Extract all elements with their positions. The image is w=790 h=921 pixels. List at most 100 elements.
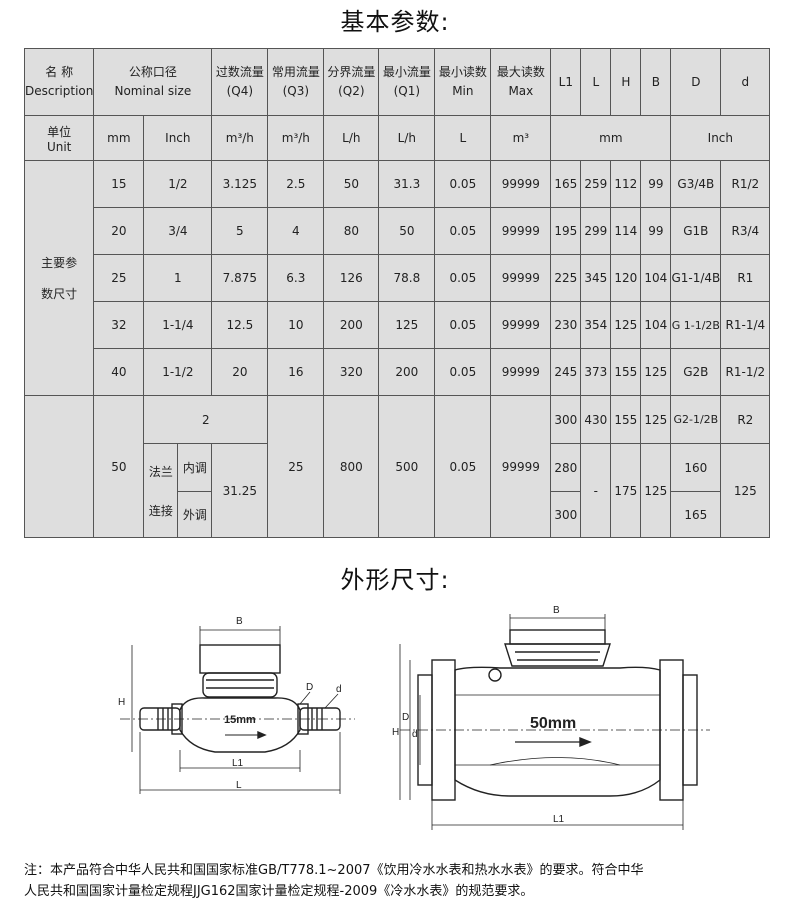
cell-L1: 195	[550, 207, 582, 255]
table-row-50a: 50 2 25 800 500 0.05 99999 300 430 155 1…	[23, 395, 771, 538]
cell-q4-50: 31.25	[211, 443, 269, 538]
params-title: 基本参数:	[340, 8, 450, 36]
cell-min: 0.05	[434, 207, 492, 255]
cell-D-50a: G2-1/2B	[670, 395, 722, 444]
cell-inch: 1	[143, 254, 213, 302]
right-dim-H: H	[392, 727, 399, 738]
cell-B: 99	[640, 160, 672, 208]
cell-max: 99999	[490, 254, 552, 302]
cell-B-50b: 125	[640, 443, 672, 538]
unit-min: L	[434, 115, 492, 161]
cell-q3: 10	[267, 301, 325, 349]
left-dim-B: B	[236, 616, 243, 627]
table-row: 25 1 7.875 6.3 126 78.8 0.05 99999 225 3…	[25, 254, 771, 302]
cell-inch-50: 2	[143, 395, 269, 444]
unit-mm: mm	[93, 115, 145, 161]
cell-L-50b: -	[580, 443, 612, 538]
note-line-1: 注：本产品符合中华人民共和国国家标准GB/T778.1~2007《饮用冷水水表和…	[24, 863, 644, 878]
outline-drawing: B H L1 L D d 15mm	[118, 605, 710, 830]
cell-B: 125	[640, 348, 672, 396]
right-dim-D: D	[402, 712, 409, 723]
cell-q1: 50	[378, 207, 436, 255]
cell-H: 125	[610, 301, 642, 349]
standard-note: 注：本产品符合中华人民共和国国家标准GB/T778.1~2007《饮用冷水水表和…	[24, 860, 772, 902]
cell-D: G3/4B	[670, 160, 722, 208]
cell-B-50a: 125	[640, 395, 672, 444]
cell-q2: 50	[323, 160, 380, 208]
cell-q2-50: 800	[323, 395, 380, 538]
cell-H-50b: 175	[610, 443, 642, 538]
unit-dims-inch: Inch	[670, 115, 771, 161]
cell-L: 354	[580, 301, 612, 349]
cell-D: G1B	[670, 207, 722, 255]
header-H: H	[610, 48, 642, 116]
cell-H: 112	[610, 160, 642, 208]
cell-q3-50: 25	[267, 395, 325, 538]
cell-min: 0.05	[434, 301, 492, 349]
cell-L1-50c: 300	[550, 491, 582, 538]
left-dim-L: L	[236, 780, 242, 791]
header-B: B	[640, 48, 672, 116]
cell-D: G 1-1/2B	[670, 301, 722, 349]
header-q3: 常用流量(Q3)	[267, 48, 325, 116]
cell-min: 0.05	[434, 160, 492, 208]
cell-d: R1-1/4	[720, 301, 771, 349]
unit-q1: L/h	[378, 115, 436, 161]
right-dim-d: d	[412, 729, 418, 740]
cell-H-50a: 155	[610, 395, 642, 444]
right-dim-L1: L1	[553, 814, 565, 825]
unit-q2: L/h	[323, 115, 380, 161]
cell-inch: 3/4	[143, 207, 213, 255]
cell-q4: 20	[211, 348, 269, 396]
cell-L1-50a: 300	[550, 395, 582, 444]
cell-q3: 4	[267, 207, 325, 255]
cell-mm: 40	[93, 348, 145, 396]
cell-L-50a: 430	[580, 395, 612, 444]
right-size-label: 50mm	[530, 715, 576, 732]
cell-max: 99999	[490, 160, 552, 208]
cell-min: 0.05	[434, 348, 492, 396]
header-d: d	[720, 48, 771, 116]
cell-q2: 126	[323, 254, 380, 302]
table-row: 32 1-1/4 12.5 10 200 125 0.05 99999 230 …	[25, 301, 771, 349]
cell-q1: 200	[378, 348, 436, 396]
unit-inch: Inch	[143, 115, 213, 161]
cell-H: 155	[610, 348, 642, 396]
table-row: 主要参数尺寸 15 1/2 3.125 2.5 50 31.3 0.05 999…	[23, 160, 771, 396]
left-dim-d: d	[336, 684, 342, 695]
cell-inch: 1/2	[143, 160, 213, 208]
table-row-50b: 法兰连接 内调 31.25 280 - 175 125 160 125	[25, 443, 771, 538]
cell-q2: 320	[323, 348, 380, 396]
cell-max: 99999	[490, 207, 552, 255]
cell-q1-50: 500	[378, 395, 436, 538]
left-dim-D: D	[306, 682, 313, 693]
outer-thread-label: 外调	[177, 491, 213, 538]
cell-mm: 25	[93, 254, 145, 302]
cell-max-50: 99999	[490, 395, 552, 538]
cell-L: 259	[580, 160, 612, 208]
cell-max: 99999	[490, 301, 552, 349]
row50-blank	[23, 395, 95, 538]
cell-d: R1-1/2	[720, 348, 771, 396]
cell-inch: 1-1/4	[143, 301, 213, 349]
cell-q4: 5	[211, 207, 269, 255]
left-dim-L1: L1	[232, 758, 244, 769]
cell-q1: 31.3	[378, 160, 436, 208]
cell-D-50b: 160	[670, 443, 722, 492]
cell-d: R1/2	[720, 160, 771, 208]
small-meter-drawing	[120, 626, 355, 794]
cell-B: 104	[640, 254, 672, 302]
cell-min-50: 0.05	[434, 395, 492, 538]
table-row: 20 3/4 5 4 80 50 0.05 99999 195 299 114 …	[25, 207, 771, 255]
cell-B: 99	[640, 207, 672, 255]
header-q1: 最小流量(Q1)	[378, 48, 436, 116]
cell-q2: 200	[323, 301, 380, 349]
note-line-2: 人民共和国国家计量检定规程JJG162国家计量检定规程-2009《冷水水表》的规…	[24, 884, 534, 899]
right-dim-B: B	[553, 605, 560, 616]
unit-max: m³	[490, 115, 552, 161]
